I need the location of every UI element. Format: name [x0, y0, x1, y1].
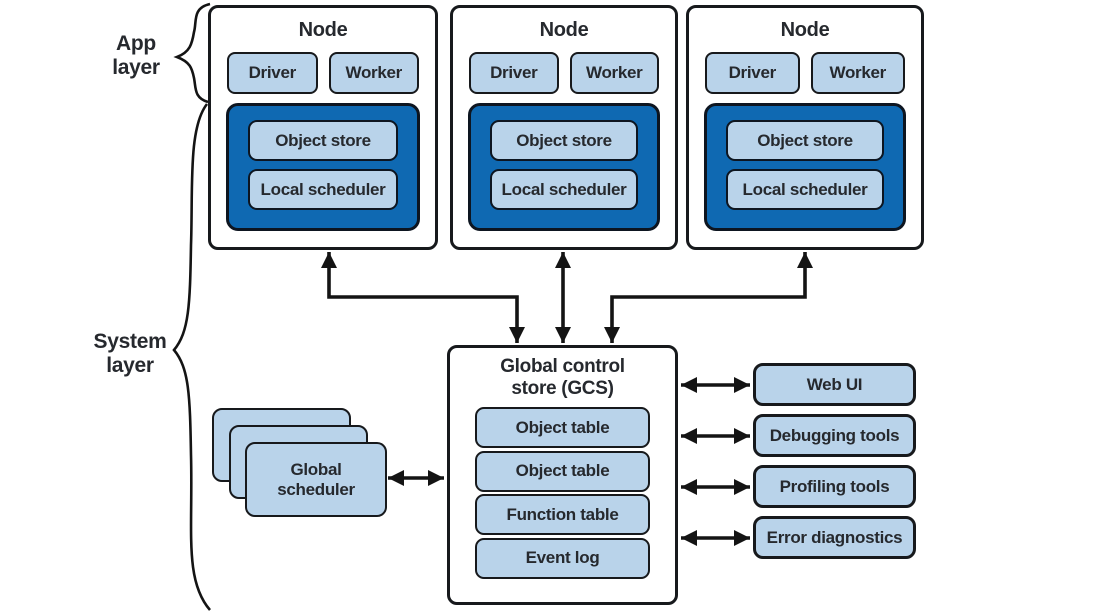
node-box-3: Node Driver Worker Object store Local sc… [686, 5, 924, 250]
gcs-title: Global control store (GCS) [500, 356, 625, 399]
store-panel: Object store Local scheduler [468, 103, 660, 231]
node-process-row: Driver Worker [705, 52, 905, 94]
gcs-box: Global control store (GCS) Object table … [447, 345, 678, 605]
node-title: Node [539, 19, 589, 41]
local-scheduler-box: Local scheduler [490, 169, 638, 210]
arrow-node3-gcs [604, 252, 813, 343]
driver-box: Driver [227, 52, 318, 94]
object-table-box: Object table [475, 450, 650, 492]
system-layer-label: System layer [93, 330, 167, 377]
node-box-1: Node Driver Worker Object store Local sc… [208, 5, 438, 250]
node-process-row: Driver Worker [469, 52, 659, 94]
profiling-tools-box: Profiling tools [753, 465, 916, 508]
object-store-box: Object store [248, 120, 398, 161]
local-scheduler-box: Local scheduler [726, 169, 884, 210]
event-log-box: Event log [475, 537, 650, 579]
worker-box: Worker [328, 52, 419, 94]
driver-box: Driver [469, 52, 559, 94]
worker-box: Worker [569, 52, 659, 94]
object-store-box: Object store [726, 120, 884, 161]
debugging-tools-box: Debugging tools [753, 414, 916, 457]
worker-box: Worker [810, 52, 905, 94]
arrow-node1-gcs [321, 252, 525, 343]
store-panel: Object store Local scheduler [704, 103, 906, 231]
driver-box: Driver [705, 52, 800, 94]
error-diagnostics-box: Error diagnostics [753, 516, 916, 559]
global-scheduler-stack: Global scheduler [212, 408, 387, 517]
node-box-2: Node Driver Worker Object store Local sc… [450, 5, 678, 250]
web-ui-box: Web UI [753, 363, 916, 406]
gcs-rows: Object table Object table Function table… [475, 407, 650, 581]
app-layer-brace [173, 2, 211, 104]
local-scheduler-box: Local scheduler [248, 169, 398, 210]
function-table-box: Function table [475, 494, 650, 535]
object-table-box: Object table [475, 407, 650, 448]
node-title: Node [780, 19, 830, 41]
store-panel: Object store Local scheduler [226, 103, 420, 231]
app-layer-label: App layer [112, 32, 160, 79]
node-process-row: Driver Worker [227, 52, 419, 94]
object-store-box: Object store [490, 120, 638, 161]
node-title: Node [298, 19, 348, 41]
global-scheduler-box: Global scheduler [245, 442, 387, 517]
